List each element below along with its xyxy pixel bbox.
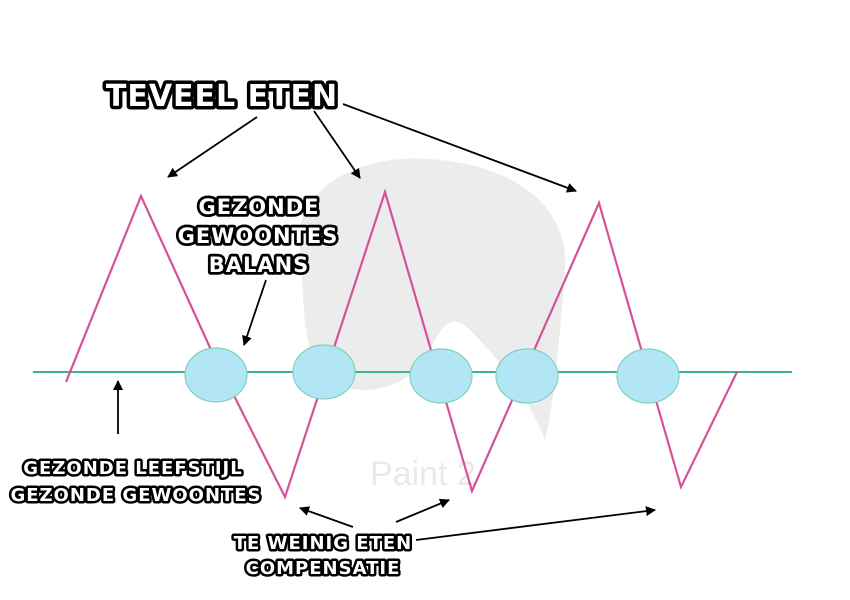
watermark-palette-icon — [299, 158, 566, 440]
balance-points — [184, 344, 680, 404]
label-line: TE WEINIG ETEN — [234, 533, 412, 554]
label-line: COMPENSATIE — [246, 558, 401, 579]
label-line: GEZONDE LEEFSTIJL — [23, 458, 242, 479]
balance-point — [292, 344, 356, 400]
arrow-to-valley-1 — [299, 506, 354, 528]
label-line: GEZONDE — [198, 195, 319, 219]
balance-point — [495, 348, 559, 404]
arrow-to-valley-3 — [415, 506, 656, 541]
label-line: GEZONDE GEWOONTES — [10, 485, 261, 506]
arrow-to-peak-2 — [313, 110, 361, 179]
arrow-to-peak-1 — [167, 116, 258, 178]
label-teveel-eten: TEVEEL ETEN — [106, 79, 338, 114]
balance-point — [184, 347, 248, 403]
arrow-to-balance — [242, 279, 267, 346]
balance-point — [409, 348, 473, 404]
label-gezonde-leefstijl: GEZONDE LEEFSTIJL GEZONDE GEWOONTES — [8, 456, 263, 509]
label-gezonde-gewoontes-balans: GEZONDE GEWOONTES BALANS — [175, 192, 340, 280]
balance-point — [616, 348, 680, 404]
watermark-text: Paint 2 — [370, 455, 476, 493]
label-te-weinig-eten: TE WEINIG ETEN COMPENSATIE — [231, 531, 413, 582]
arrow-to-valley-2 — [395, 498, 450, 523]
arrow-to-peak-3 — [342, 103, 577, 193]
watermark: Paint 2 — [299, 158, 566, 493]
arrows — [113, 103, 656, 541]
label-line: BALANS — [209, 253, 310, 277]
label-line: GEWOONTES — [178, 224, 339, 248]
